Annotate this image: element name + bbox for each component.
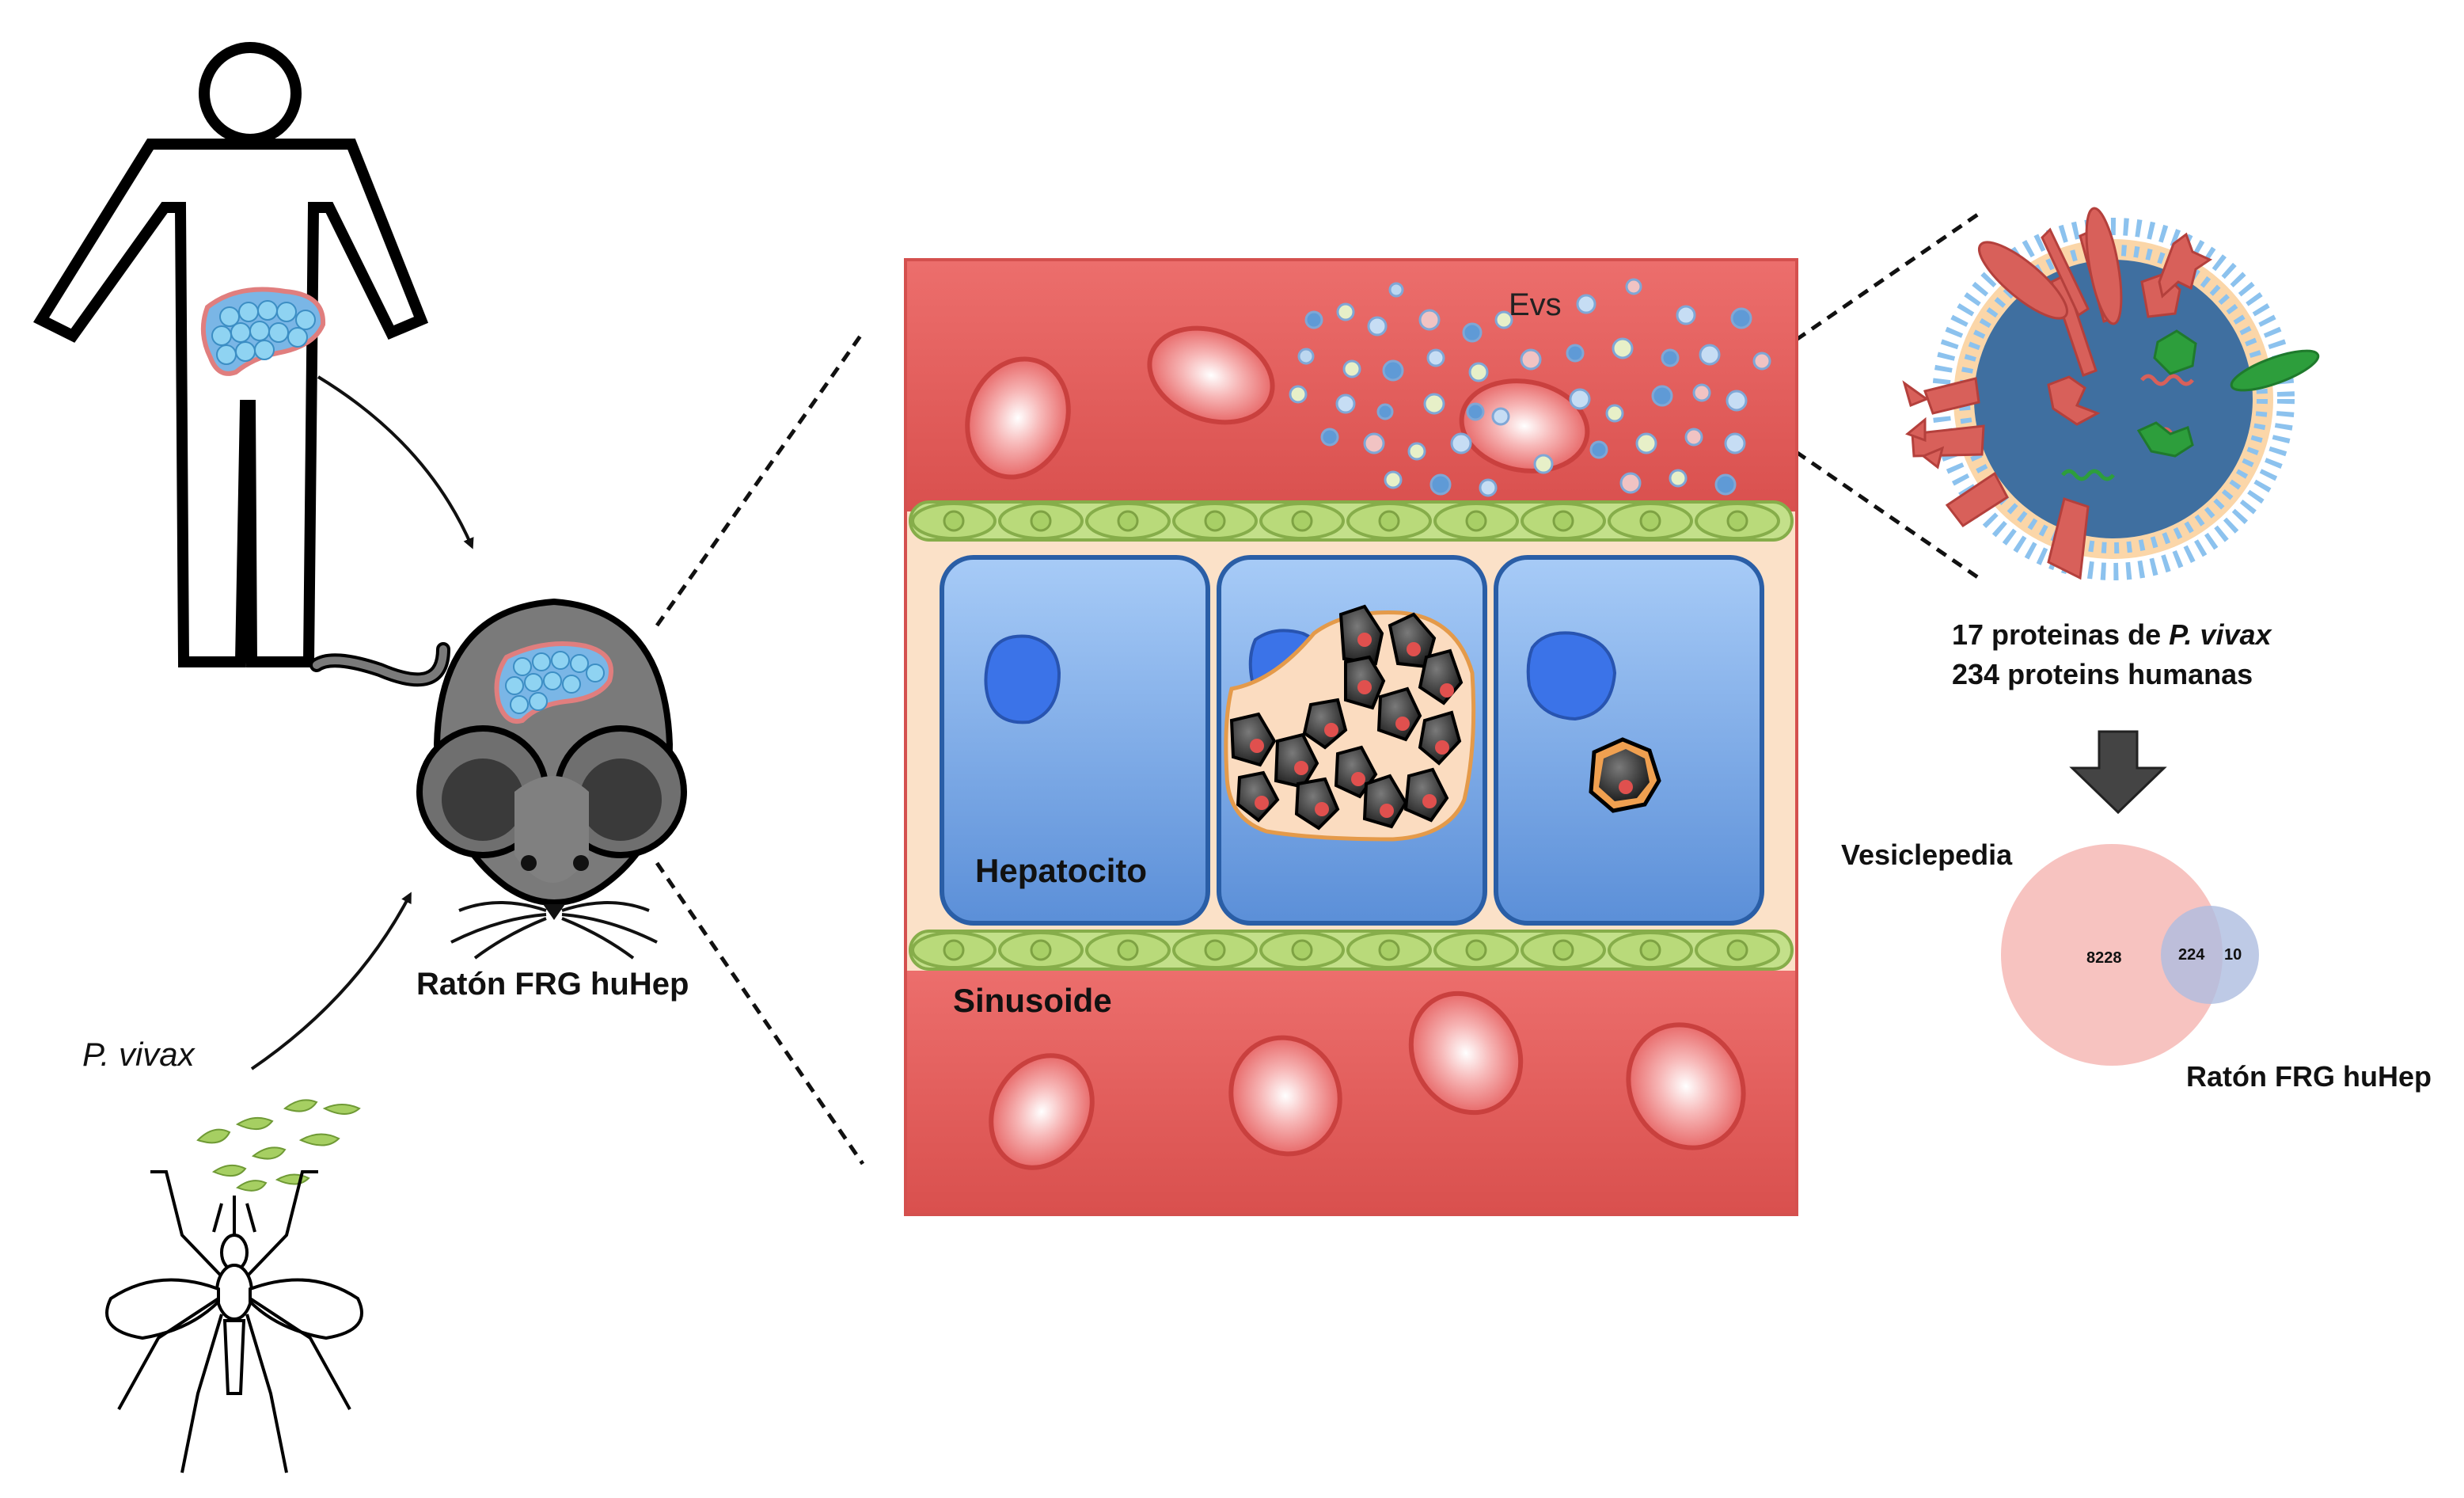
evs-label: Evs [1509, 287, 1562, 322]
extracellular-vesicles [1289, 278, 1771, 497]
liver-stage-schizont [1224, 604, 1476, 842]
venn-circle-vesiclepedia [2001, 844, 2223, 1066]
mouse-model-label: Ratón FRG huHep [416, 967, 689, 1002]
venn-left-only-value: 8228 [2086, 949, 2122, 967]
arrow-parasite-to-mouse [250, 892, 412, 1070]
human-outline-icon [33, 42, 429, 667]
arrow-human-to-mouse [317, 375, 474, 549]
red-blood-cells-upper [965, 325, 1590, 480]
hypnozoite [1589, 737, 1661, 813]
mosquito-icon [105, 1170, 363, 1473]
mouse-liver-icon [494, 641, 613, 724]
venn-right-title: Ratón FRG huHep [2186, 1060, 2432, 1093]
vesicle-detail [1902, 207, 2320, 580]
mouse-icon [309, 598, 687, 960]
venn-right-only-value: 10 [2224, 946, 2242, 964]
venn-left-title: Vesiclepedia [1841, 838, 2013, 871]
liver-icon [200, 287, 326, 376]
sporozoite-icon [196, 1099, 361, 1192]
endothelium-lower-nuclei [943, 939, 1748, 961]
protein-count-line2: 234 proteins humanas [1952, 658, 2253, 690]
tissue-panel: Evs [904, 258, 1798, 1216]
protein-count-species: P. vivax [2169, 618, 2272, 651]
parasite-label: P. vivax [82, 1036, 196, 1073]
protein-count-line1: 17 proteinas de P. vivax [1952, 618, 2273, 651]
venn-overlap-value: 224 [2178, 946, 2205, 964]
hepatocyte-label: Hepatocito [975, 852, 1147, 889]
venn-diagram: 8228 224 10 [2001, 844, 2259, 1066]
protein-count-prefix: 17 proteinas de [1952, 618, 2169, 651]
down-arrow-icon [2069, 730, 2167, 815]
sinusoid-label: Sinusoide [953, 982, 1112, 1019]
venn-circle-mouse [2161, 906, 2259, 1004]
red-blood-cells-lower [989, 990, 1746, 1170]
endothelium-upper-nuclei [943, 510, 1748, 532]
